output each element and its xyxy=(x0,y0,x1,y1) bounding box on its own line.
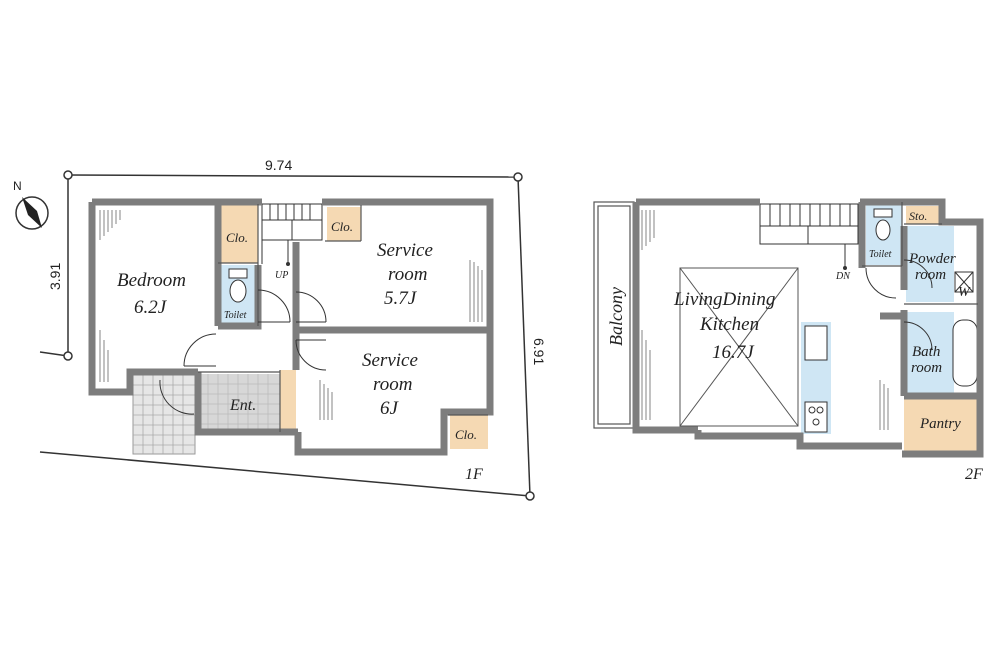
sink-icon xyxy=(804,325,828,361)
bedroom-size: 6.2J xyxy=(134,297,168,318)
floor2-label: 2F xyxy=(965,466,983,483)
service-room-a-line1: Service xyxy=(377,240,433,261)
closet-2-label: Clo. xyxy=(331,219,353,234)
ldk-line1: LivingDining xyxy=(673,289,775,310)
toilet-fixture-icon xyxy=(228,268,248,303)
bath-room-line2: room xyxy=(911,360,942,376)
ldk-size: 16.7J xyxy=(712,342,755,363)
pantry xyxy=(904,398,978,452)
stairs-1f xyxy=(261,203,323,264)
site-boundary xyxy=(39,174,531,497)
floor1-walls xyxy=(88,198,494,456)
closet-2 xyxy=(327,207,361,241)
bath-room-line1: Bath xyxy=(912,344,940,360)
stairs-2f xyxy=(759,203,859,268)
porch-tiles xyxy=(132,374,196,455)
closet-3-label: Clo. xyxy=(455,427,477,442)
closet-1 xyxy=(220,205,258,263)
site-right-dimension: 6.91 xyxy=(531,338,547,365)
closet-1-label: Clo. xyxy=(226,230,248,245)
storage-label: Sto. xyxy=(909,209,927,223)
closet-3 xyxy=(450,415,488,449)
service-room-b-line2: room xyxy=(373,374,412,395)
stairs-dn-label: DN xyxy=(835,271,851,282)
compass-icon: N xyxy=(13,179,49,230)
bedroom-label: Bedroom xyxy=(117,270,186,291)
pantry-label: Pantry xyxy=(919,416,961,432)
toilet-2f-label: Toilet xyxy=(869,249,892,260)
service-room-a-size: 5.7J xyxy=(384,288,418,309)
entrance-area xyxy=(198,374,280,431)
storage xyxy=(906,206,942,224)
floor2-walls xyxy=(632,198,984,458)
site-width-dimension: 9.74 xyxy=(265,157,292,173)
washer-label: W xyxy=(958,285,971,300)
entrance-label: Ent. xyxy=(229,397,256,414)
site-corner-markers xyxy=(63,170,535,501)
floor1-plan: Bedroom 6.2J Clo. Clo. Clo. Toilet UP Se… xyxy=(88,198,494,483)
compass-label: N xyxy=(13,179,22,193)
stairs-up-label: UP xyxy=(275,270,288,281)
ceiling-opening xyxy=(679,267,799,427)
powder-room-line1: Powder xyxy=(908,251,956,267)
site-left-dimension: 3.91 xyxy=(47,263,63,290)
service-room-a-line2: room xyxy=(388,264,427,285)
toilet-1f-label: Toilet xyxy=(224,310,247,321)
service-room-b-size: 6J xyxy=(380,398,400,419)
floor2-plan: Balcony LivingDining Kitchen 16.7J Toile… xyxy=(593,198,984,483)
balcony-label: Balcony xyxy=(606,287,626,346)
powder-room-line2: room xyxy=(915,267,946,283)
door-swings-2f xyxy=(865,259,933,351)
service-room-b-line1: Service xyxy=(362,350,418,371)
bath-room xyxy=(906,312,954,394)
powder-room xyxy=(906,226,954,302)
floor1-label: 1F xyxy=(465,466,483,483)
stove-icon xyxy=(804,401,828,433)
bathtub-icon xyxy=(952,319,978,387)
ldk-line2: Kitchen xyxy=(699,314,759,335)
toilet-2f-icon xyxy=(873,208,893,218)
door-swings-1f xyxy=(159,289,327,415)
